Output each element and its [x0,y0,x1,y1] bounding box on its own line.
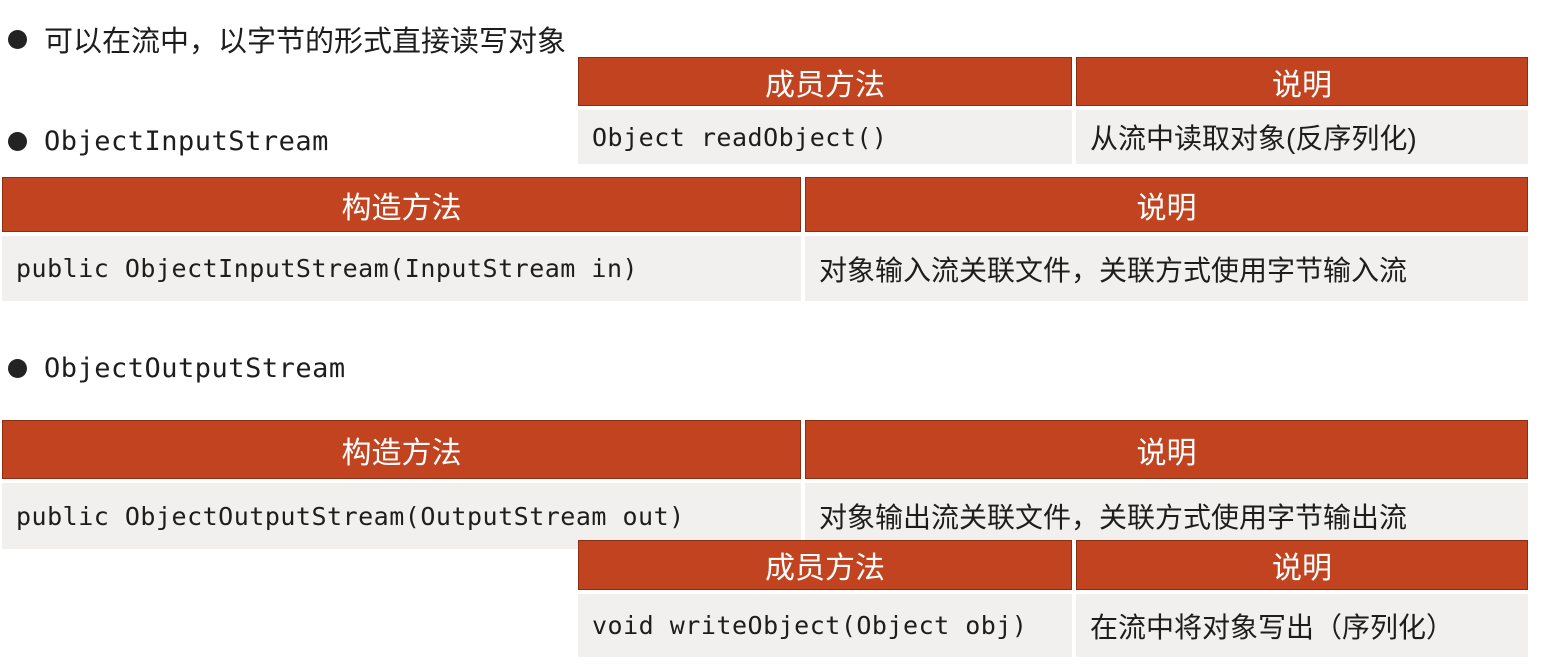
cell-constructor-description: 对象输出流关联文件，关联方式使用字节输出流 [805,483,1528,549]
cell-method-description: 从流中读取对象(反序列化) [1076,110,1528,164]
bullet-intro: 可以在流中，以字节的形式直接读写对象 [8,20,566,58]
table-objectinputstream-constructor: 构造方法 说明 public ObjectInputStream(InputSt… [2,177,1528,301]
cell-method-signature: Object readObject() [578,110,1072,164]
table-objectoutputstream-constructor: 构造方法 说明 public ObjectOutputStream(Output… [2,420,1528,549]
bullet-objectoutputstream: ObjectOutputStream [8,349,346,387]
table-header-member-method: 成员方法 [578,540,1072,590]
table-header-constructor: 构造方法 [2,420,801,479]
table-header-description: 说明 [1076,57,1528,106]
bullet-objectinputstream: ObjectInputStream [8,122,329,160]
table-readobject-member: 成员方法 说明 Object readObject() 从流中读取对象(反序列化… [578,57,1528,164]
bullet-objectinputstream-label: ObjectInputStream [44,125,329,157]
cell-method-signature: void writeObject(Object obj) [578,594,1072,657]
table-header-description: 说明 [805,420,1528,479]
table-writeobject-member: 成员方法 说明 void writeObject(Object obj) 在流中… [578,540,1528,657]
bullet-icon [8,131,27,151]
cell-constructor-description: 对象输入流关联文件，关联方式使用字节输入流 [805,236,1528,301]
cell-constructor-signature: public ObjectInputStream(InputStream in) [2,236,801,301]
bullet-intro-label: 可以在流中，以字节的形式直接读写对象 [44,26,567,58]
table-header-member-method: 成员方法 [578,57,1072,106]
table-header-description: 说明 [1076,540,1528,590]
bullet-icon [8,29,27,49]
table-header-description: 说明 [805,177,1528,232]
bullet-icon [8,358,27,378]
cell-constructor-signature: public ObjectOutputStream(OutputStream o… [2,483,801,549]
table-header-constructor: 构造方法 [2,177,801,232]
bullet-objectoutputstream-label: ObjectOutputStream [44,352,346,384]
cell-method-description: 在流中将对象写出（序列化） [1076,594,1528,657]
